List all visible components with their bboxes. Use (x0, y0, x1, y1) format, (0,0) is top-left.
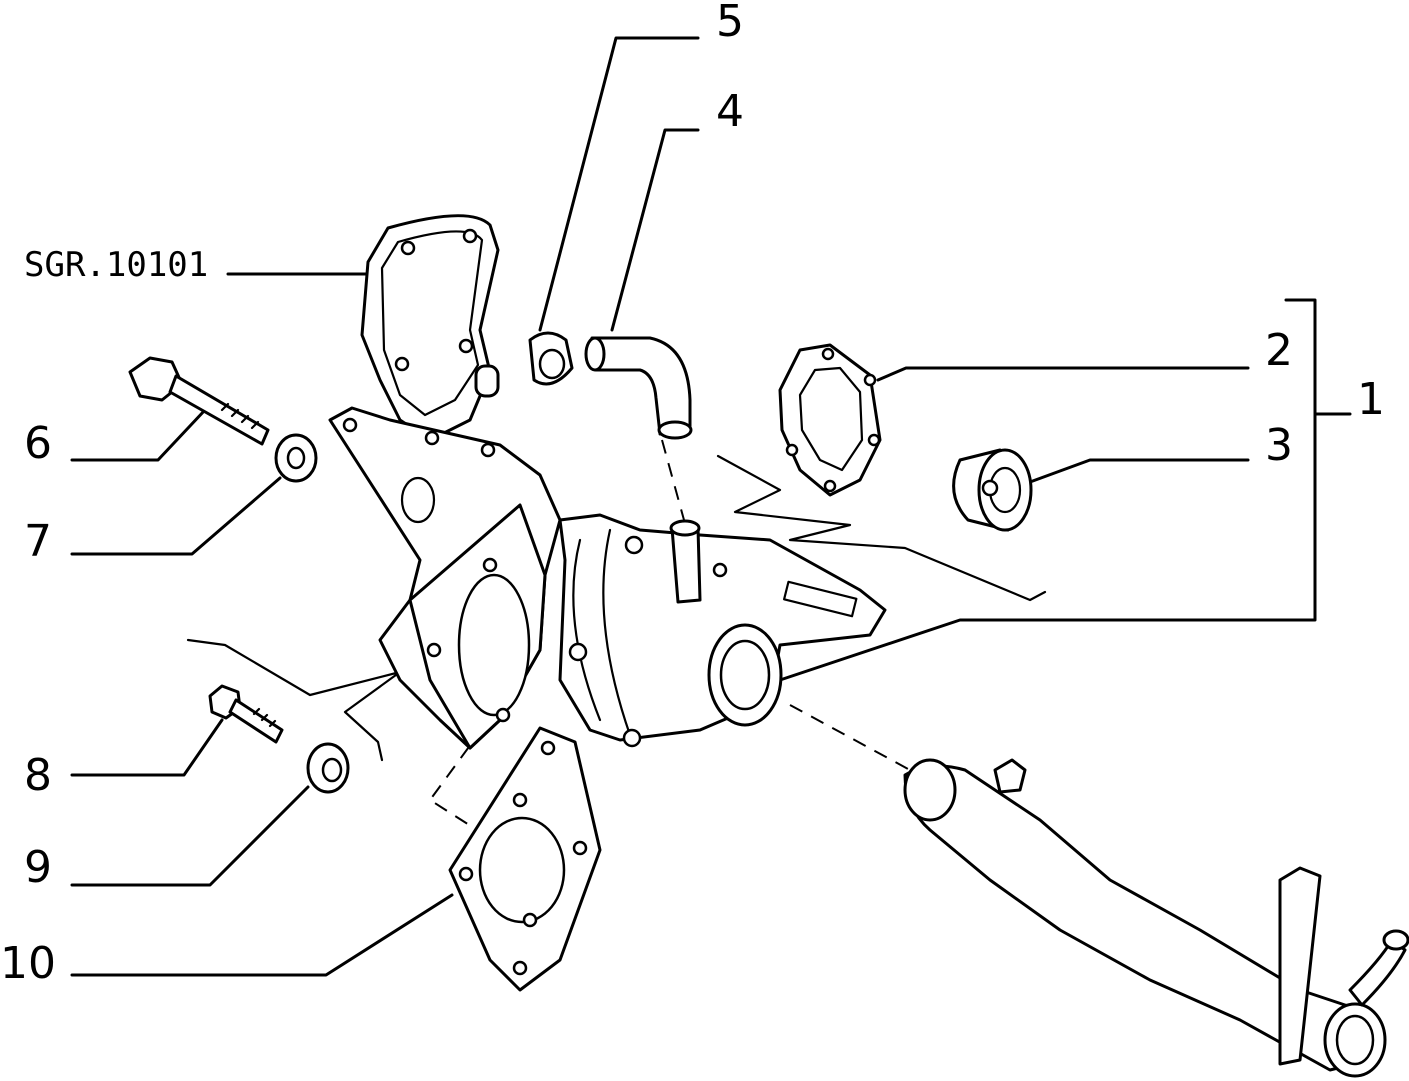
callout-1: 1 (1357, 374, 1385, 425)
svg-text:2: 2 (1265, 325, 1293, 376)
washer-7 (274, 433, 318, 483)
leader-9 (70, 785, 310, 887)
callout-10: 10 (0, 938, 56, 989)
svg-text:10: 10 (0, 938, 56, 989)
svg-text:9: 9 (24, 842, 52, 893)
flange-gasket (448, 726, 602, 992)
outlet-body (558, 513, 887, 748)
leader-5 (538, 36, 700, 332)
small-hose (584, 336, 693, 440)
pump-housing (328, 406, 562, 750)
callout-9: 9 (24, 842, 52, 893)
callout-8: 8 (24, 750, 52, 801)
leader-1 (778, 298, 1317, 682)
leader-6 (70, 408, 207, 462)
gasket-2 (778, 343, 882, 497)
leader-4 (610, 128, 700, 332)
thermostat-cover (360, 214, 500, 442)
washer-9 (306, 742, 350, 794)
leader-3 (1028, 458, 1250, 484)
reference-label: SGR.10101 (24, 245, 208, 285)
svg-text:3: 3 (1265, 420, 1293, 471)
callout-7: 7 (24, 516, 52, 567)
svg-text:6: 6 (24, 418, 52, 469)
callout-2: 2 (1265, 325, 1293, 376)
callout-5: 5 (716, 0, 744, 47)
leader-10 (70, 893, 454, 977)
callout-3: 3 (1265, 420, 1293, 471)
svg-text:8: 8 (24, 750, 52, 801)
thermostat (952, 448, 1033, 532)
bolt-long (128, 356, 270, 446)
leader-7 (70, 476, 282, 556)
leader-2 (876, 366, 1250, 382)
leader-lines (70, 36, 1352, 977)
coolant-pipe (903, 758, 1409, 1078)
hose-clamp (528, 331, 574, 386)
svg-text:4: 4 (716, 86, 744, 137)
bolt-short (208, 684, 284, 744)
svg-text:7: 7 (24, 516, 52, 567)
callout-4: 4 (716, 86, 744, 137)
callout-6: 6 (24, 418, 52, 469)
svg-text:5: 5 (716, 0, 744, 47)
svg-text:1: 1 (1357, 374, 1385, 425)
leader-8 (70, 718, 224, 777)
